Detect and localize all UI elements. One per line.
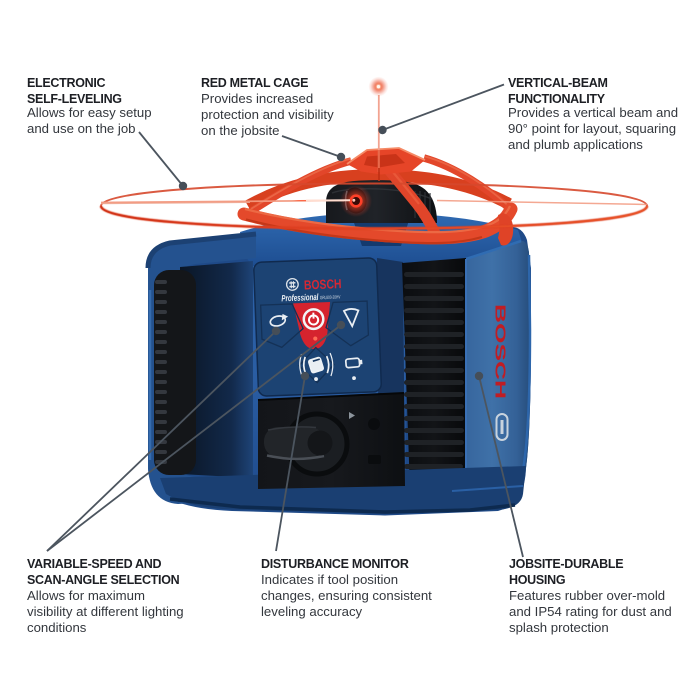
svg-text:GRL800-20HV: GRL800-20HV (320, 294, 341, 301)
svg-text:BOSCH: BOSCH (492, 304, 508, 399)
svg-text:Professional: Professional (281, 292, 319, 303)
svg-text:BOSCH: BOSCH (304, 276, 342, 292)
